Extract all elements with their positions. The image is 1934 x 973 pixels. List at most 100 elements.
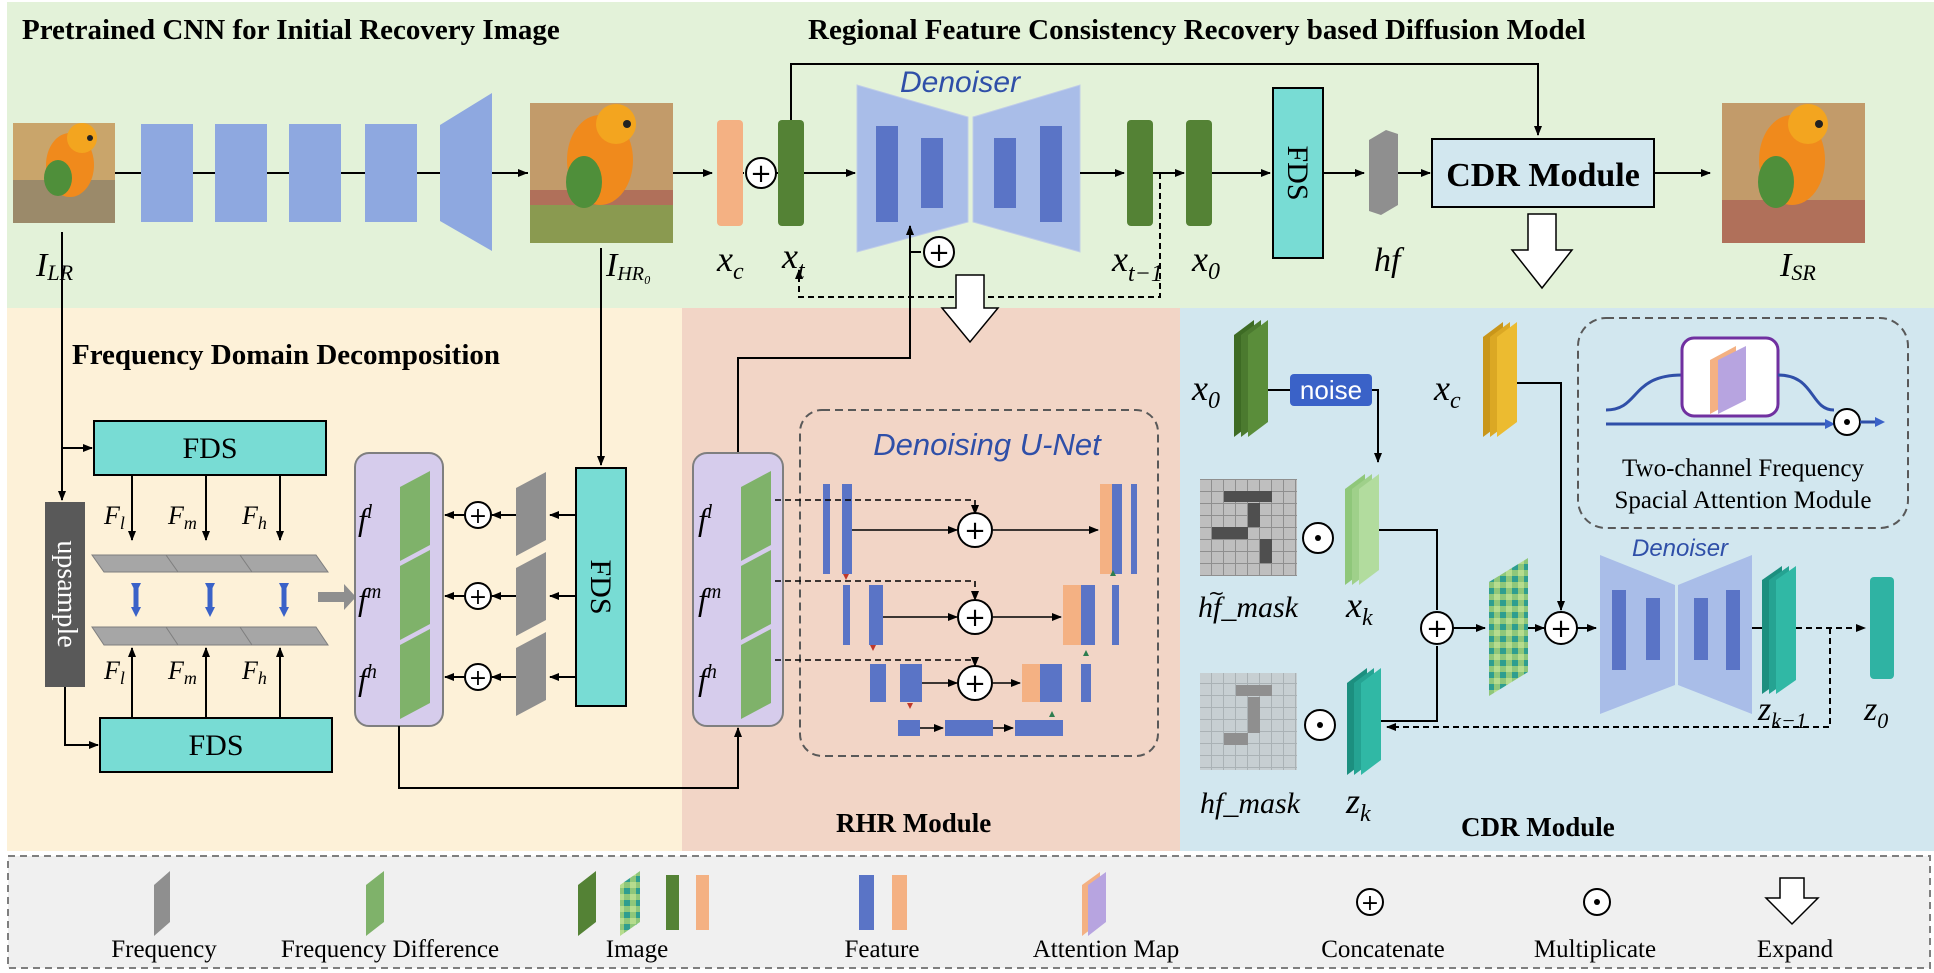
fds-top-box <box>93 420 327 476</box>
noise-badge <box>1290 374 1372 406</box>
expand-arrow-cdr <box>1510 213 1574 290</box>
cnn-block-3 <box>289 124 341 222</box>
svg-text:ISR: ISR <box>1779 247 1816 285</box>
cdr-xk-label: xk <box>1345 585 1373 631</box>
cdr-zk1-label: zk−1 <box>1757 691 1807 733</box>
svg-text:+: + <box>964 603 986 633</box>
svg-text:ILR: ILR <box>35 247 74 285</box>
unet-sample-markers <box>843 570 1116 717</box>
fds-bottom-box <box>99 717 333 773</box>
svg-text:+: + <box>1361 891 1379 916</box>
upsample-label: upsample <box>51 540 82 647</box>
svg-text:Frequency Difference: Frequency Difference <box>281 936 499 963</box>
unet-blocks <box>823 484 1137 736</box>
svg-text:+: + <box>928 238 950 268</box>
attention-module-diagram <box>1605 336 1885 436</box>
legend-labels: Frequency Frequency Difference Image Fea… <box>111 936 1833 963</box>
cnn-block-4 <box>365 124 417 222</box>
cdr-z0-feature <box>1870 577 1894 679</box>
fds-right-box <box>575 467 627 707</box>
top-labels: ILR IHR₀ xc xt xt−1 x0 hf ISR <box>35 236 1816 287</box>
cnn-block-2 <box>215 124 267 222</box>
title-cdr: CDR Module <box>1461 812 1615 842</box>
svg-text:Frequency: Frequency <box>111 936 217 963</box>
fds-right-label: FDS <box>584 559 617 614</box>
svg-text:Expand: Expand <box>1757 936 1834 963</box>
expand-arrow-top <box>940 274 1000 344</box>
rhr-f-labels: fl fm fh <box>698 501 721 697</box>
fdd-to-rhr <box>398 726 742 789</box>
freq-plates-bottom <box>91 626 329 646</box>
fdd-f-slabs <box>400 471 430 719</box>
input-image-ilr <box>13 123 115 223</box>
legend-box <box>7 855 1931 969</box>
cdr-module-box <box>1431 138 1655 208</box>
upsample-block <box>45 502 85 687</box>
attention-caption-2: Spacial Attention Module <box>1615 487 1872 514</box>
svg-text:Fh: Fh <box>241 656 267 688</box>
hf-frequency <box>1369 130 1398 215</box>
svg-text:xt−1: xt−1 <box>1111 239 1163 287</box>
skip-line-top <box>790 63 1542 136</box>
fdd-concat-column: + + + <box>464 501 492 691</box>
unet-concat-icons: + + + <box>957 512 993 701</box>
svg-text:~: ~ <box>1208 581 1225 605</box>
top-denoiser-label: Denoiser <box>900 66 1021 99</box>
svg-text:Fh: Fh <box>241 501 267 533</box>
svg-text:+: + <box>750 159 772 189</box>
rhr-to-denoiser <box>737 251 921 458</box>
fds-top-label: FDS <box>182 432 237 465</box>
svg-text:Fm: Fm <box>167 656 197 688</box>
svg-text:+: + <box>964 669 986 699</box>
top-fds-box <box>1272 87 1324 259</box>
initial-recovery-image <box>530 103 673 243</box>
cdr-denoiser-label: Denoiser <box>1632 535 1729 562</box>
svg-text:x0: x0 <box>1191 239 1220 285</box>
cdr-denoiser <box>1600 555 1752 714</box>
attention-caption-1: Two-channel Frequency <box>1622 455 1864 482</box>
cdr-merged-mosaic <box>1489 558 1528 696</box>
fdd-gray-slabs <box>516 472 546 716</box>
svg-text:+: + <box>1550 614 1572 644</box>
hf-mask-label: hf_mask <box>1200 787 1301 820</box>
concat-icon-denoiser <box>923 236 955 268</box>
svg-text:+: + <box>469 504 487 529</box>
svg-text:Multiplicate: Multiplicate <box>1534 936 1656 963</box>
cdr-x0-label: x0 <box>1191 368 1220 414</box>
cdr-z0-label: z0 <box>1863 691 1888 733</box>
hf-tilde-mask-label: hf_mask <box>1198 591 1299 624</box>
cdr-x0-stack <box>1234 320 1268 437</box>
svg-text:+: + <box>469 666 487 691</box>
cdr-feedback <box>1386 628 1831 731</box>
title-fdd: Frequency Domain Decomposition <box>72 339 500 371</box>
top-denoiser <box>856 84 1081 253</box>
x0-image <box>1186 120 1212 226</box>
fdd-f-labels: Fl Fm Fh Fl Fm Fh <box>103 501 267 688</box>
svg-text:+: + <box>964 516 986 546</box>
unet-title: Denoising U-Net <box>873 427 1102 462</box>
svg-text:Fm: Fm <box>167 501 197 533</box>
title-rhr: RHR Module <box>836 808 991 838</box>
svg-text:IHR₀: IHR₀ <box>605 247 651 285</box>
svg-text:hf: hf <box>1374 242 1405 279</box>
fds-bottom-label: FDS <box>188 729 243 762</box>
cnn-block-1 <box>141 124 193 222</box>
attention-module-box <box>1577 317 1909 529</box>
cdr-module-box-label: CDR Module <box>1446 157 1640 194</box>
svg-text:xc: xc <box>716 239 744 285</box>
cdr-xk-stack <box>1345 474 1379 585</box>
freq-plates-top <box>91 554 329 573</box>
cdr-zk1-stack <box>1762 566 1796 694</box>
svg-text:Image: Image <box>606 936 668 963</box>
cdr-zk-label: zk <box>1345 781 1371 827</box>
title-regional: Regional Feature Consistency Recovery ba… <box>808 14 1586 46</box>
svg-text:Feature: Feature <box>845 936 920 963</box>
svg-text:Concatenate: Concatenate <box>1321 936 1445 963</box>
svg-text:Fl: Fl <box>103 501 125 533</box>
freq-compare-arrows <box>131 583 289 617</box>
output-image-isr <box>1722 103 1865 243</box>
fdd-merge-arrow <box>318 584 356 610</box>
svg-text:Attention Map: Attention Map <box>1033 936 1180 963</box>
svg-text:+: + <box>469 585 487 610</box>
